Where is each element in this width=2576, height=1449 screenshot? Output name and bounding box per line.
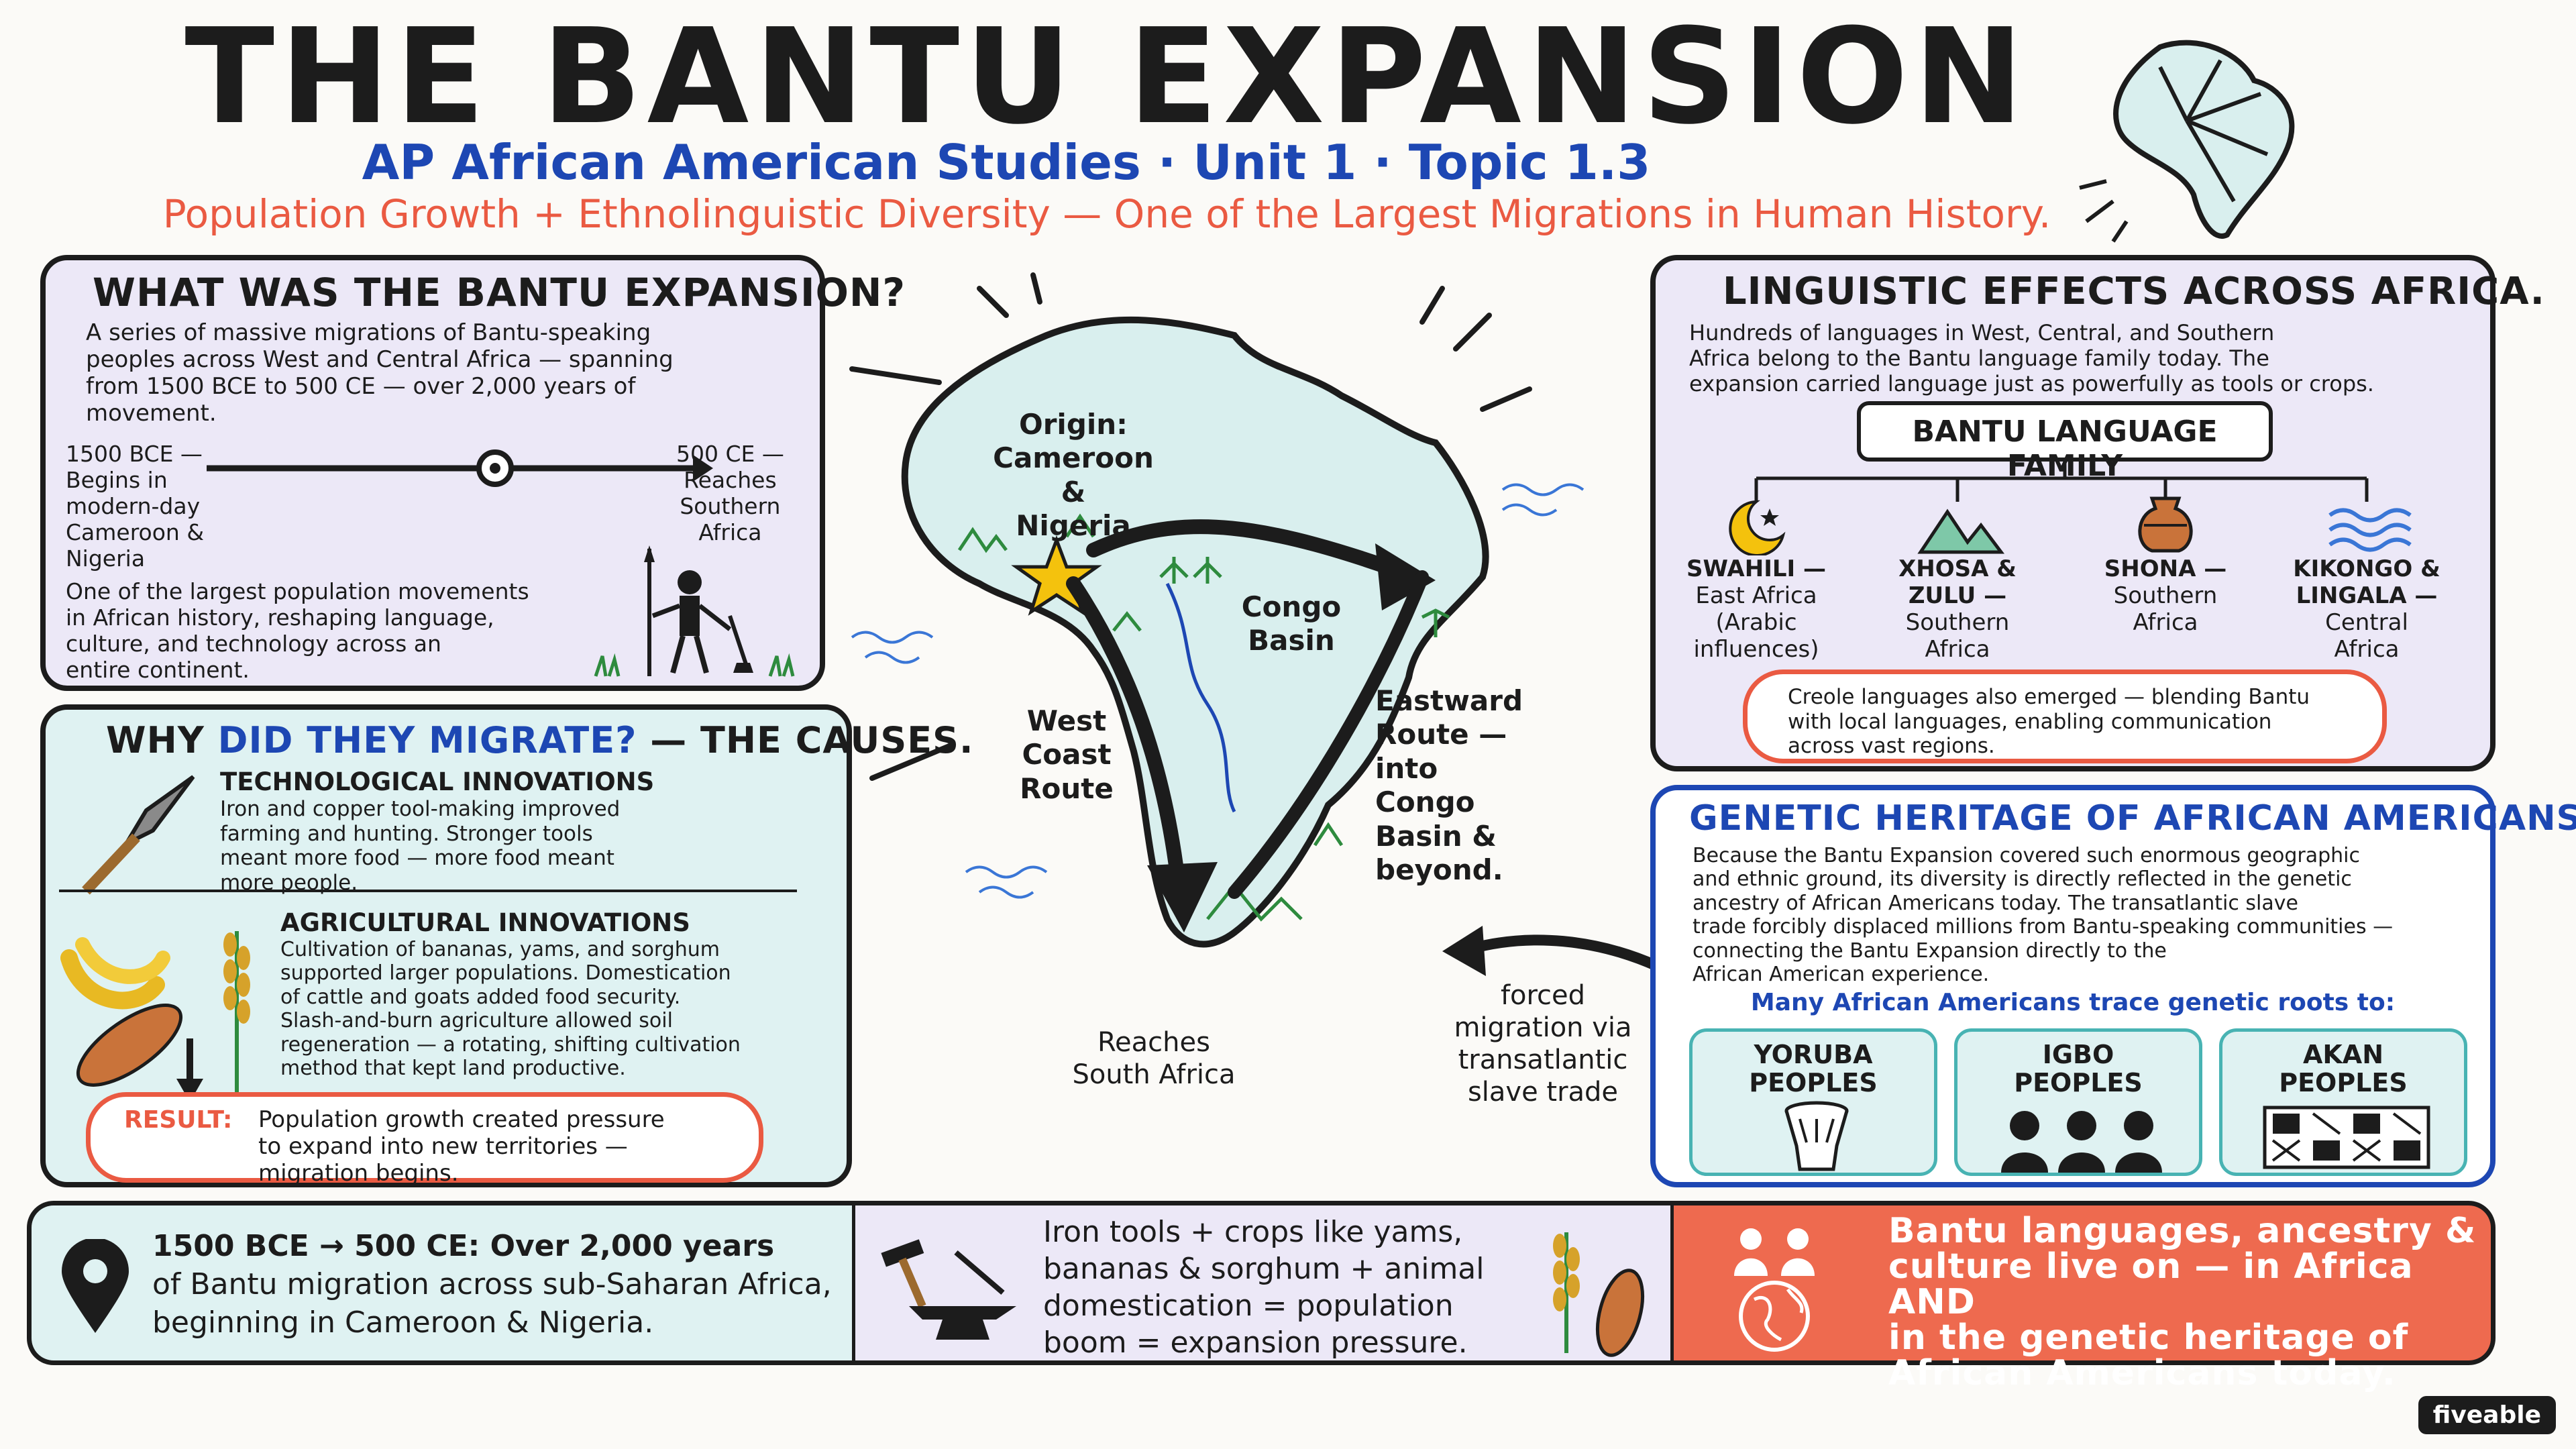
bantu-family-box: BANTU LANGUAGE FAMILY [1857,401,2273,483]
genetic-line: connecting the Bantu Expansion directly … [1693,938,2167,963]
roots-label: Many African Americans trace genetic roo… [1750,989,2396,1016]
kente-pattern-icon [2263,1106,2430,1169]
mountains-icon [1917,508,2004,554]
page-title: THE BANTU EXPANSION [184,1,2029,154]
bottom-tools-cell: Iron tools + crops like yams, bananas & … [852,1201,1670,1365]
tech-line: farming and hunting. Stronger tools [220,821,593,846]
clay-pot-icon [2138,496,2193,553]
agri-line: of cattle and goats added food security. [280,985,681,1009]
bottom-timeline-line: 1500 BCE → 500 CE: Over 2,000 years [152,1229,775,1263]
forced-migration-arrow [1442,926,1662,976]
bottom-timeline-cell: 1500 BCE → 500 CE: Over 2,000 years of B… [27,1201,852,1365]
bottom-tools-line: domestication = population [1043,1289,1454,1323]
tech-line: Iron and copper tool-making improved [220,797,621,821]
result-label: RESULT: [124,1106,233,1134]
bottom-legacy-cell: Bantu languages, ancestry & culture live… [1670,1201,2496,1391]
linguistic-intro-line: expansion carried language just as power… [1689,370,2374,396]
people-group-icon [2001,1111,2162,1173]
timeline-arrow [207,449,713,487]
what-closing-line: One of the largest population movements [66,578,529,604]
drum-icon [1784,1101,1849,1171]
what-heading: WHAT WAS THE BANTU EXPANSION? [93,270,906,315]
what-closing-line: in African history, reshaping language, [66,604,494,631]
creole-line: Creole languages also emerged — blending… [1788,685,2310,709]
genetic-line: and ethnic ground, its diversity is dire… [1693,867,2352,892]
divider [59,890,797,892]
bottom-legacy-line: Bantu languages, ancestry & [1888,1211,2477,1251]
agri-line: Cultivation of bananas, yams, and sorghu… [280,938,720,961]
what-closing-line: entire continent. [66,656,250,683]
wheat-yam-icon [1553,1232,1645,1357]
africa-arrows-icon [2079,40,2295,243]
crescent-moon-icon [1729,500,1786,555]
bottom-legacy-line: African Americans today. [1888,1353,2396,1394]
what-closing-line: culture, and technology across an [66,630,441,657]
result-line: to expand into new territories — [258,1133,628,1161]
linguistic-heading: LINGUISTIC EFFECTS ACROSS AFRICA. [1723,270,2545,313]
bottom-tools-line: bananas & sorghum + animal [1043,1252,1485,1286]
what-intro-line: A series of massive migrations of Bantu-… [86,319,651,346]
linguistic-panel: LINGUISTIC EFFECTS ACROSS AFRICA. Hundre… [1650,255,2544,771]
what-intro-line: movement. [86,400,217,427]
genetic-heading: GENETIC HERITAGE OF AFRICAN AMERICANS. [1689,798,2576,839]
people-globe-icon [1734,1228,1815,1352]
what-intro-line: from 1500 BCE to 500 CE — over 2,000 yea… [86,373,636,400]
agri-line: Slash-and-burn agriculture allowed soil [280,1009,673,1033]
bottom-tools-line: Iron tools + crops like yams, [1043,1215,1463,1249]
genetic-line: ancestry of African Americans today. The… [1693,891,2298,915]
agri-line: regeneration — a rotating, shifting cult… [280,1032,741,1057]
genetic-line: trade forcibly displaced millions from B… [1693,915,2394,939]
bottom-timeline-line: of Bantu migration across sub-Saharan Af… [152,1267,832,1302]
creole-line: across vast regions. [1788,734,1995,759]
what-panel: WHAT WAS THE BANTU EXPANSION? A series o… [40,255,905,691]
result-line: Population growth created pressure [258,1106,665,1133]
tech-line: meant more food — more food meant [220,846,614,871]
why-heading: WHY DID THEY MIGRATE? — THE CAUSES. [106,719,974,761]
genetic-line: Because the Bantu Expansion covered such… [1693,844,2360,867]
result-line: migration begins. [258,1160,459,1187]
bottom-timeline-line: beginning in Cameroon & Nigeria. [152,1305,654,1340]
what-intro-line: peoples across West and Central Africa —… [86,346,674,374]
anvil-hammer-icon [881,1239,1016,1340]
result-box: RESULT: Population growth created pressu… [86,1092,763,1187]
bananas-yam-wheat-icon [60,931,250,1102]
africa-map [849,272,1585,948]
genetic-panel: GENETIC HERITAGE OF AFRICAN AMERICANS. B… [1650,785,2576,1187]
bottom-legacy-line: culture live on — in Africa AND [1888,1246,2414,1323]
origin-label: Origin:Cameroon &Nigeria [993,408,1154,543]
why-panel: WHY DID THEY MIGRATE? — THE CAUSES. TECH… [40,704,973,1187]
tech-title: TECHNOLOGICAL INNOVATIONS [220,767,655,796]
river-waves-icon [2328,508,2412,552]
creole-line: with local languages, enabling communica… [1788,709,2272,734]
agri-line: supported larger populations. Domesticat… [280,961,731,985]
linguistic-intro-line: Africa belong to the Bantu language fami… [1689,345,2269,371]
tagline: Population Growth + Ethnolinguistic Dive… [162,191,2051,237]
agri-line: method that kept land productive. [280,1056,626,1080]
agri-title: AGRICULTURAL INNOVATIONS [280,908,690,937]
location-pin-icon [62,1239,129,1333]
fiveable-logo: fiveable [2418,1396,2556,1434]
bottom-tools-line: boom = expansion pressure. [1043,1326,1468,1360]
spearhead-icon [82,775,195,895]
subtitle: AP African American Studies · Unit 1 · T… [362,134,1651,191]
bottom-legacy-line: in the genetic heritage of [1888,1318,2409,1358]
spear-figure-icon [594,545,795,677]
creole-callout: Creole languages also emerged — blending… [1743,669,2387,763]
linguistic-intro-line: Hundreds of languages in West, Central, … [1689,320,2275,345]
genetic-line: African American experience. [1693,962,1990,986]
